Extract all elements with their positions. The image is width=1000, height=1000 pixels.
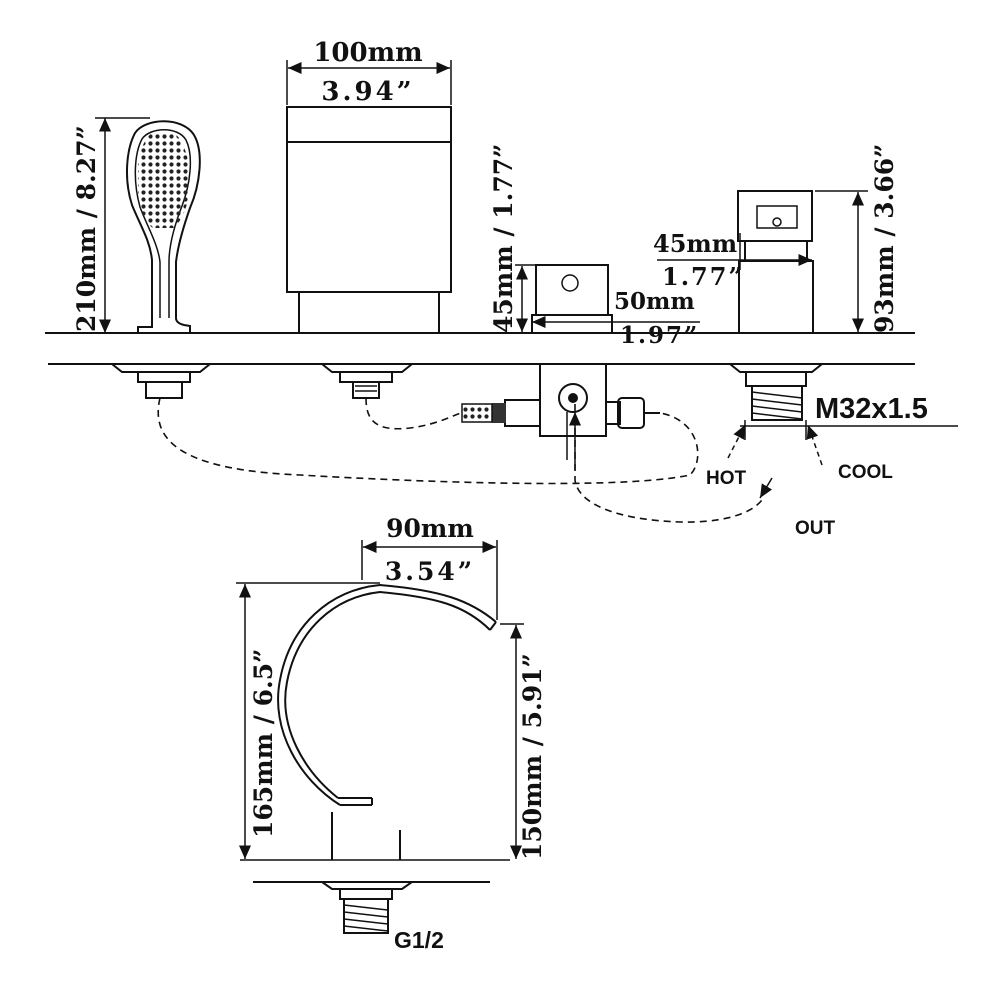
valve-width-dimension: 45mm 1.77” <box>653 229 812 291</box>
diverter-body <box>461 363 660 437</box>
spray-face-icon <box>138 132 190 228</box>
thread-label: M32x1.5 <box>815 393 928 425</box>
knob-height-label: 45mm / 1.77” <box>489 143 518 333</box>
inlet-label: G1/2 <box>394 927 444 953</box>
handshower-height-dimension: 210mm / 8.27” <box>72 117 150 333</box>
handshower-height-label: 210mm / 8.27” <box>72 125 101 332</box>
arc-outlet-height-dimension: 150mm / 5.91” <box>500 623 547 860</box>
arc-outlet-height-label: 150mm / 5.91” <box>518 653 547 860</box>
arc-spout <box>277 583 497 860</box>
valve-height-label: 93mm / 3.66” <box>870 143 899 333</box>
hot-label: HOT <box>706 468 747 489</box>
valve-deck-fitting <box>727 363 825 421</box>
valve-height-dimension: 93mm / 3.66” <box>815 143 899 333</box>
cool-label: COOL <box>838 462 893 483</box>
spout-block <box>286 106 452 334</box>
spout-deck-fitting <box>319 363 415 399</box>
arc-total-height-dimension: 165mm / 6.5” <box>236 582 380 859</box>
braided-hose-connector <box>492 403 506 423</box>
valve-width-in-label: 1.77” <box>662 262 744 291</box>
valve-width-mm-label: 45mm <box>653 229 737 258</box>
arc-width-mm-label: 90mm <box>386 514 474 543</box>
arc-width-dimension: 90mm 3.54” <box>361 514 498 620</box>
mixer-valve <box>737 190 814 334</box>
knob-width-in-label: 1.97” <box>620 322 699 349</box>
hot-arrow <box>727 424 746 459</box>
hand-shower <box>125 120 201 334</box>
arc-total-height-label: 165mm / 6.5” <box>249 648 278 838</box>
knob-width-dimension: 50mm 1.97” <box>532 288 700 349</box>
spout-width-in-label: 3.94” <box>321 77 414 107</box>
spout-width-mm-label: 100mm <box>313 38 422 68</box>
cool-arrow <box>806 424 823 466</box>
out-label: OUT <box>795 518 836 539</box>
knob-width-mm-label: 50mm <box>614 288 695 315</box>
arc-deck-fitting <box>318 881 416 934</box>
knob-height-dimension: 45mm / 1.77” <box>489 143 536 333</box>
spout-width-dimension: 100mm 3.94” <box>286 38 452 107</box>
hoses <box>157 397 763 523</box>
handshower-deck-fitting <box>109 363 213 399</box>
diverter-knob <box>531 264 613 334</box>
thread-dimension: M32x1.5 <box>740 393 958 440</box>
out-arrow <box>759 477 773 499</box>
arc-width-in-label: 3.54” <box>385 557 475 586</box>
